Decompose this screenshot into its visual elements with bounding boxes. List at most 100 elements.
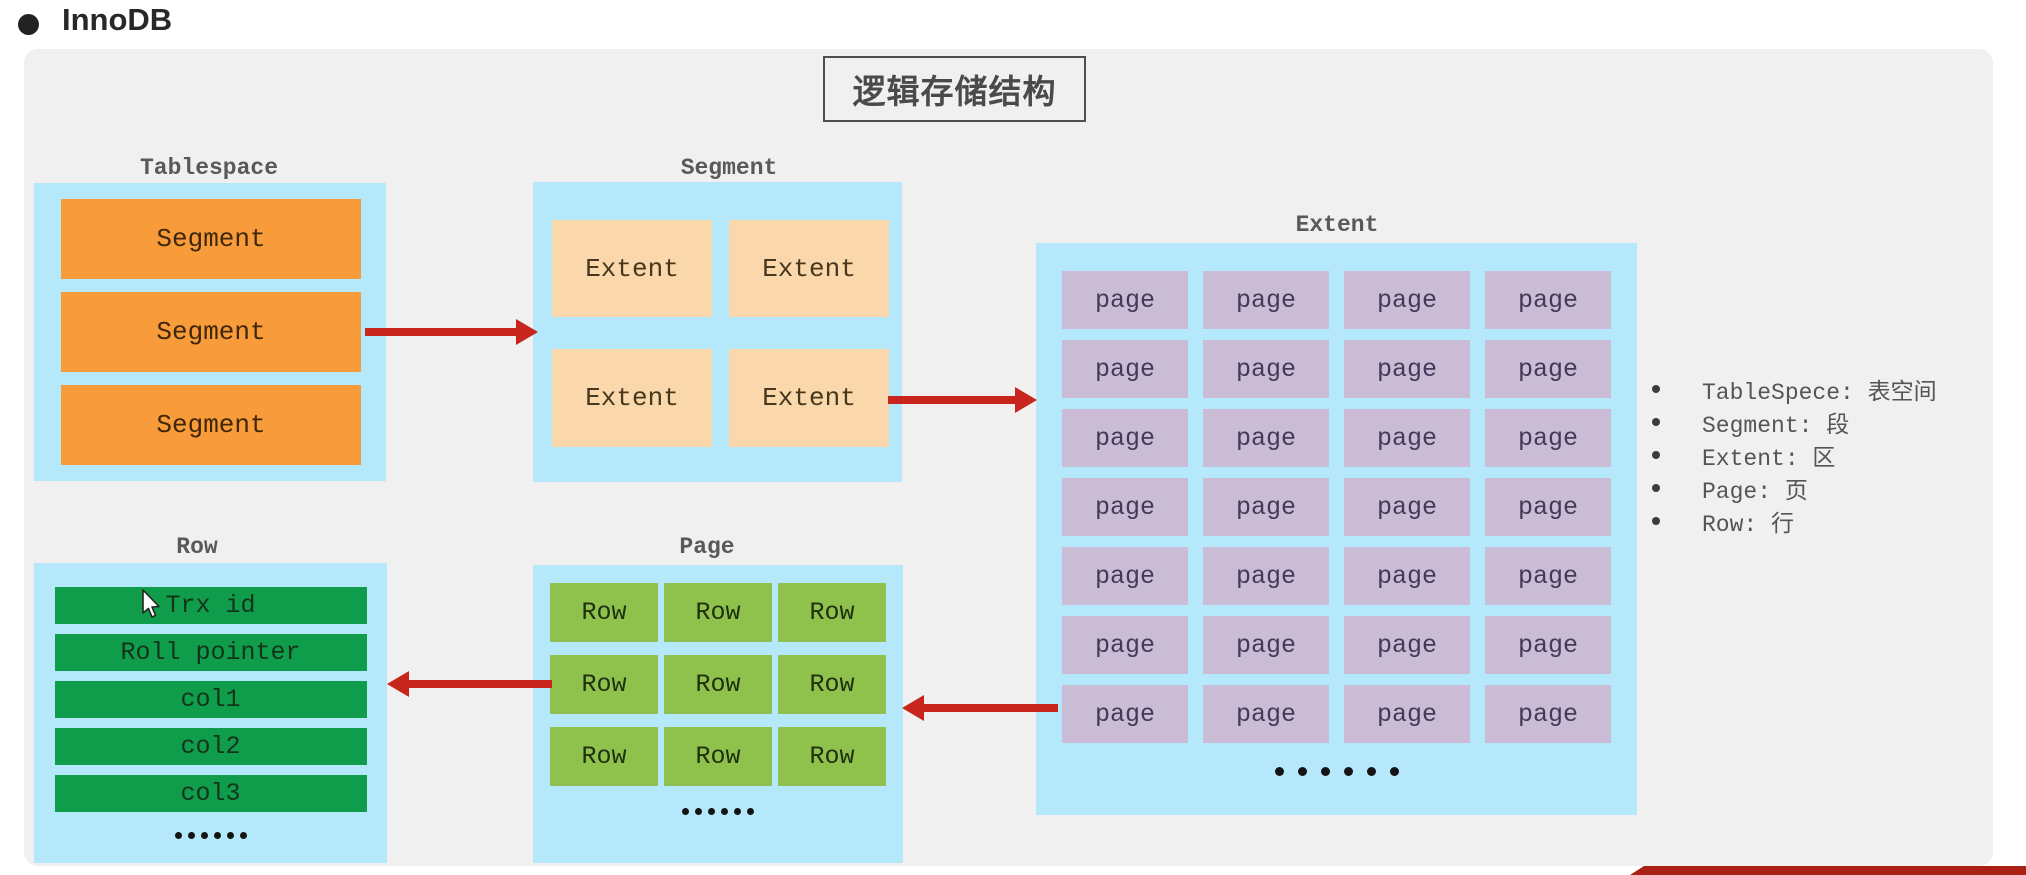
page-block: page — [1203, 685, 1329, 743]
page-block: page — [1344, 340, 1470, 398]
segment-block: Segment — [61, 292, 361, 372]
arrow-segment-to-extent-shaft — [888, 396, 1015, 404]
row-fields: Trx id Roll pointer col1 col2 col3 — [54, 587, 367, 822]
page-block: page — [1062, 271, 1188, 329]
legend-text: Row: 行 — [1702, 511, 1795, 538]
page-block: page — [1203, 271, 1329, 329]
page-block: page — [1062, 616, 1188, 674]
extent-ellipsis — [1268, 767, 1406, 776]
legend-bullet-icon — [1652, 417, 1660, 426]
ellipsis-dot — [708, 808, 715, 815]
extent-block: Extent — [729, 349, 889, 447]
page-block: page — [1485, 409, 1611, 467]
row-block: Row — [778, 583, 886, 642]
page-block: page — [1062, 685, 1188, 743]
extent-block: Extent — [729, 220, 889, 317]
page-block: page — [1344, 616, 1470, 674]
ellipsis-dot — [187, 832, 195, 839]
red-underline-mark — [1630, 866, 2026, 875]
page-block: page — [1062, 409, 1188, 467]
ellipsis-dot — [239, 832, 247, 839]
legend-item: Segment: 段 — [1652, 405, 1937, 439]
legend-text: Segment: 段 — [1702, 412, 1850, 439]
arrow-page-to-row-head — [387, 671, 409, 697]
row-block: Row — [550, 583, 658, 642]
page-grid: page page page page page page page page page page… — [1062, 271, 1611, 743]
page-block: page — [1485, 478, 1611, 536]
page-block: page — [1344, 547, 1470, 605]
page-label: Page — [679, 534, 735, 560]
legend-bullet-icon — [1652, 450, 1660, 459]
page-block: page — [1062, 340, 1188, 398]
row-field-block: Trx id — [54, 587, 367, 624]
ellipsis-dot — [1343, 767, 1353, 776]
page-block: page — [1203, 340, 1329, 398]
arrow-page-to-row-shaft — [409, 680, 552, 688]
row-block: Row — [778, 655, 886, 714]
row-block: Row — [664, 727, 772, 786]
row-block: Row — [778, 727, 886, 786]
diagram-title: 逻辑存储结构 — [823, 56, 1086, 122]
legend-bullet-icon — [1652, 384, 1660, 393]
row-block: Row — [664, 655, 772, 714]
arrow-tablespace-to-segment-head — [516, 319, 538, 345]
ellipsis-dot — [1366, 767, 1376, 776]
segment-block: Segment — [61, 199, 361, 279]
row-field-block: col2 — [54, 728, 367, 765]
page-block: page — [1344, 271, 1470, 329]
mouse-cursor-icon — [142, 589, 160, 618]
row-label: Row — [176, 534, 218, 560]
legend-text: Extent: 区 — [1702, 445, 1836, 472]
page-block: page — [1485, 685, 1611, 743]
page-block: page — [1062, 478, 1188, 536]
row-block: Row — [664, 583, 772, 642]
segment-label: Segment — [680, 155, 778, 181]
legend-bullet-icon — [1652, 516, 1660, 525]
page-block: page — [1344, 409, 1470, 467]
extent-block: Extent — [552, 349, 712, 447]
segment-block: Segment — [61, 385, 361, 465]
ellipsis-dot — [721, 808, 728, 815]
page-block: page — [1485, 340, 1611, 398]
page-block: page — [1203, 616, 1329, 674]
ellipsis-dot — [1274, 767, 1284, 776]
ellipsis-dot — [226, 832, 234, 839]
row-ellipsis — [172, 832, 250, 839]
page-block: page — [1485, 547, 1611, 605]
row-field-block: col1 — [54, 681, 367, 718]
legend-bullet-icon — [1652, 483, 1660, 492]
ellipsis-dot — [213, 832, 221, 839]
legend: TableSpece: 表空间 Segment: 段 Extent: 区 Page: … — [1652, 372, 1937, 538]
legend-item: Extent: 区 — [1652, 438, 1937, 472]
legend-text: Page: 页 — [1702, 478, 1808, 505]
arrow-extent-to-page-shaft — [924, 704, 1058, 712]
row-field-block: col3 — [54, 775, 367, 812]
arrow-tablespace-to-segment-shaft — [365, 328, 516, 336]
page-block: page — [1203, 409, 1329, 467]
page-block: page — [1344, 685, 1470, 743]
arrow-extent-to-page-head — [902, 695, 924, 721]
ellipsis-dot — [200, 832, 208, 839]
page-block: page — [1062, 547, 1188, 605]
legend-item: TableSpece: 表空间 — [1652, 372, 1937, 406]
page-block: page — [1203, 547, 1329, 605]
legend-text: TableSpece: 表空间 — [1702, 379, 1937, 406]
page-block: page — [1485, 616, 1611, 674]
ellipsis-dot — [1320, 767, 1330, 776]
arrow-segment-to-extent-head — [1015, 387, 1037, 413]
legend-item: Page: 页 — [1652, 471, 1937, 505]
extent-block: Extent — [552, 220, 712, 317]
tablespace-label: Tablespace — [139, 155, 279, 181]
page-block: page — [1203, 478, 1329, 536]
ellipsis-dot — [682, 808, 689, 815]
row-field-block: Roll pointer — [54, 634, 367, 671]
ellipsis-dot — [1297, 767, 1307, 776]
list-bullet-icon — [18, 14, 39, 35]
ellipsis-dot — [1389, 767, 1399, 776]
page-block: page — [1344, 478, 1470, 536]
row-container: Trx id Roll pointer col1 col2 col3 — [34, 563, 387, 863]
